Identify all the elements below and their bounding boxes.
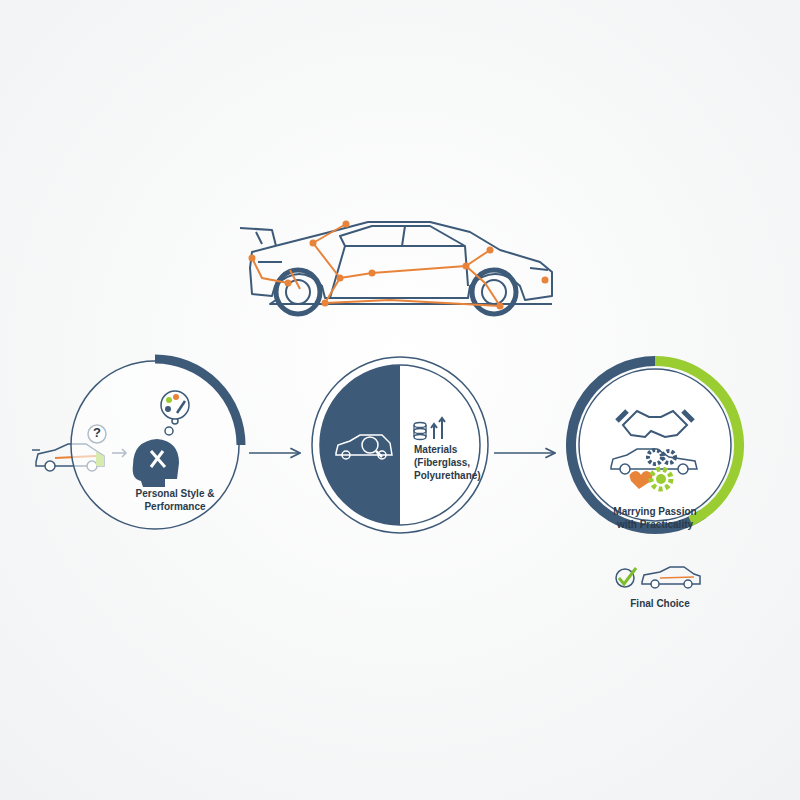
step-label: Marrying Passion with Practicality [610, 505, 700, 531]
circle-outline [310, 355, 490, 535]
flow-arrow [494, 452, 555, 454]
step-label: Personal Style & Performance [125, 487, 225, 513]
step-circle: Personal Style & Performance [65, 355, 245, 535]
final-choice-label: Final Choice [610, 598, 710, 609]
step-circle: Materials (Fiberglass, Polyurethane) [310, 355, 490, 535]
step-circle: Marrying Passion with Practicality [565, 355, 745, 535]
step-label: Materials (Fiberglass, Polyurethane) [414, 443, 484, 482]
question-mark: ? [88, 425, 106, 440]
flow-arrow [249, 452, 300, 454]
